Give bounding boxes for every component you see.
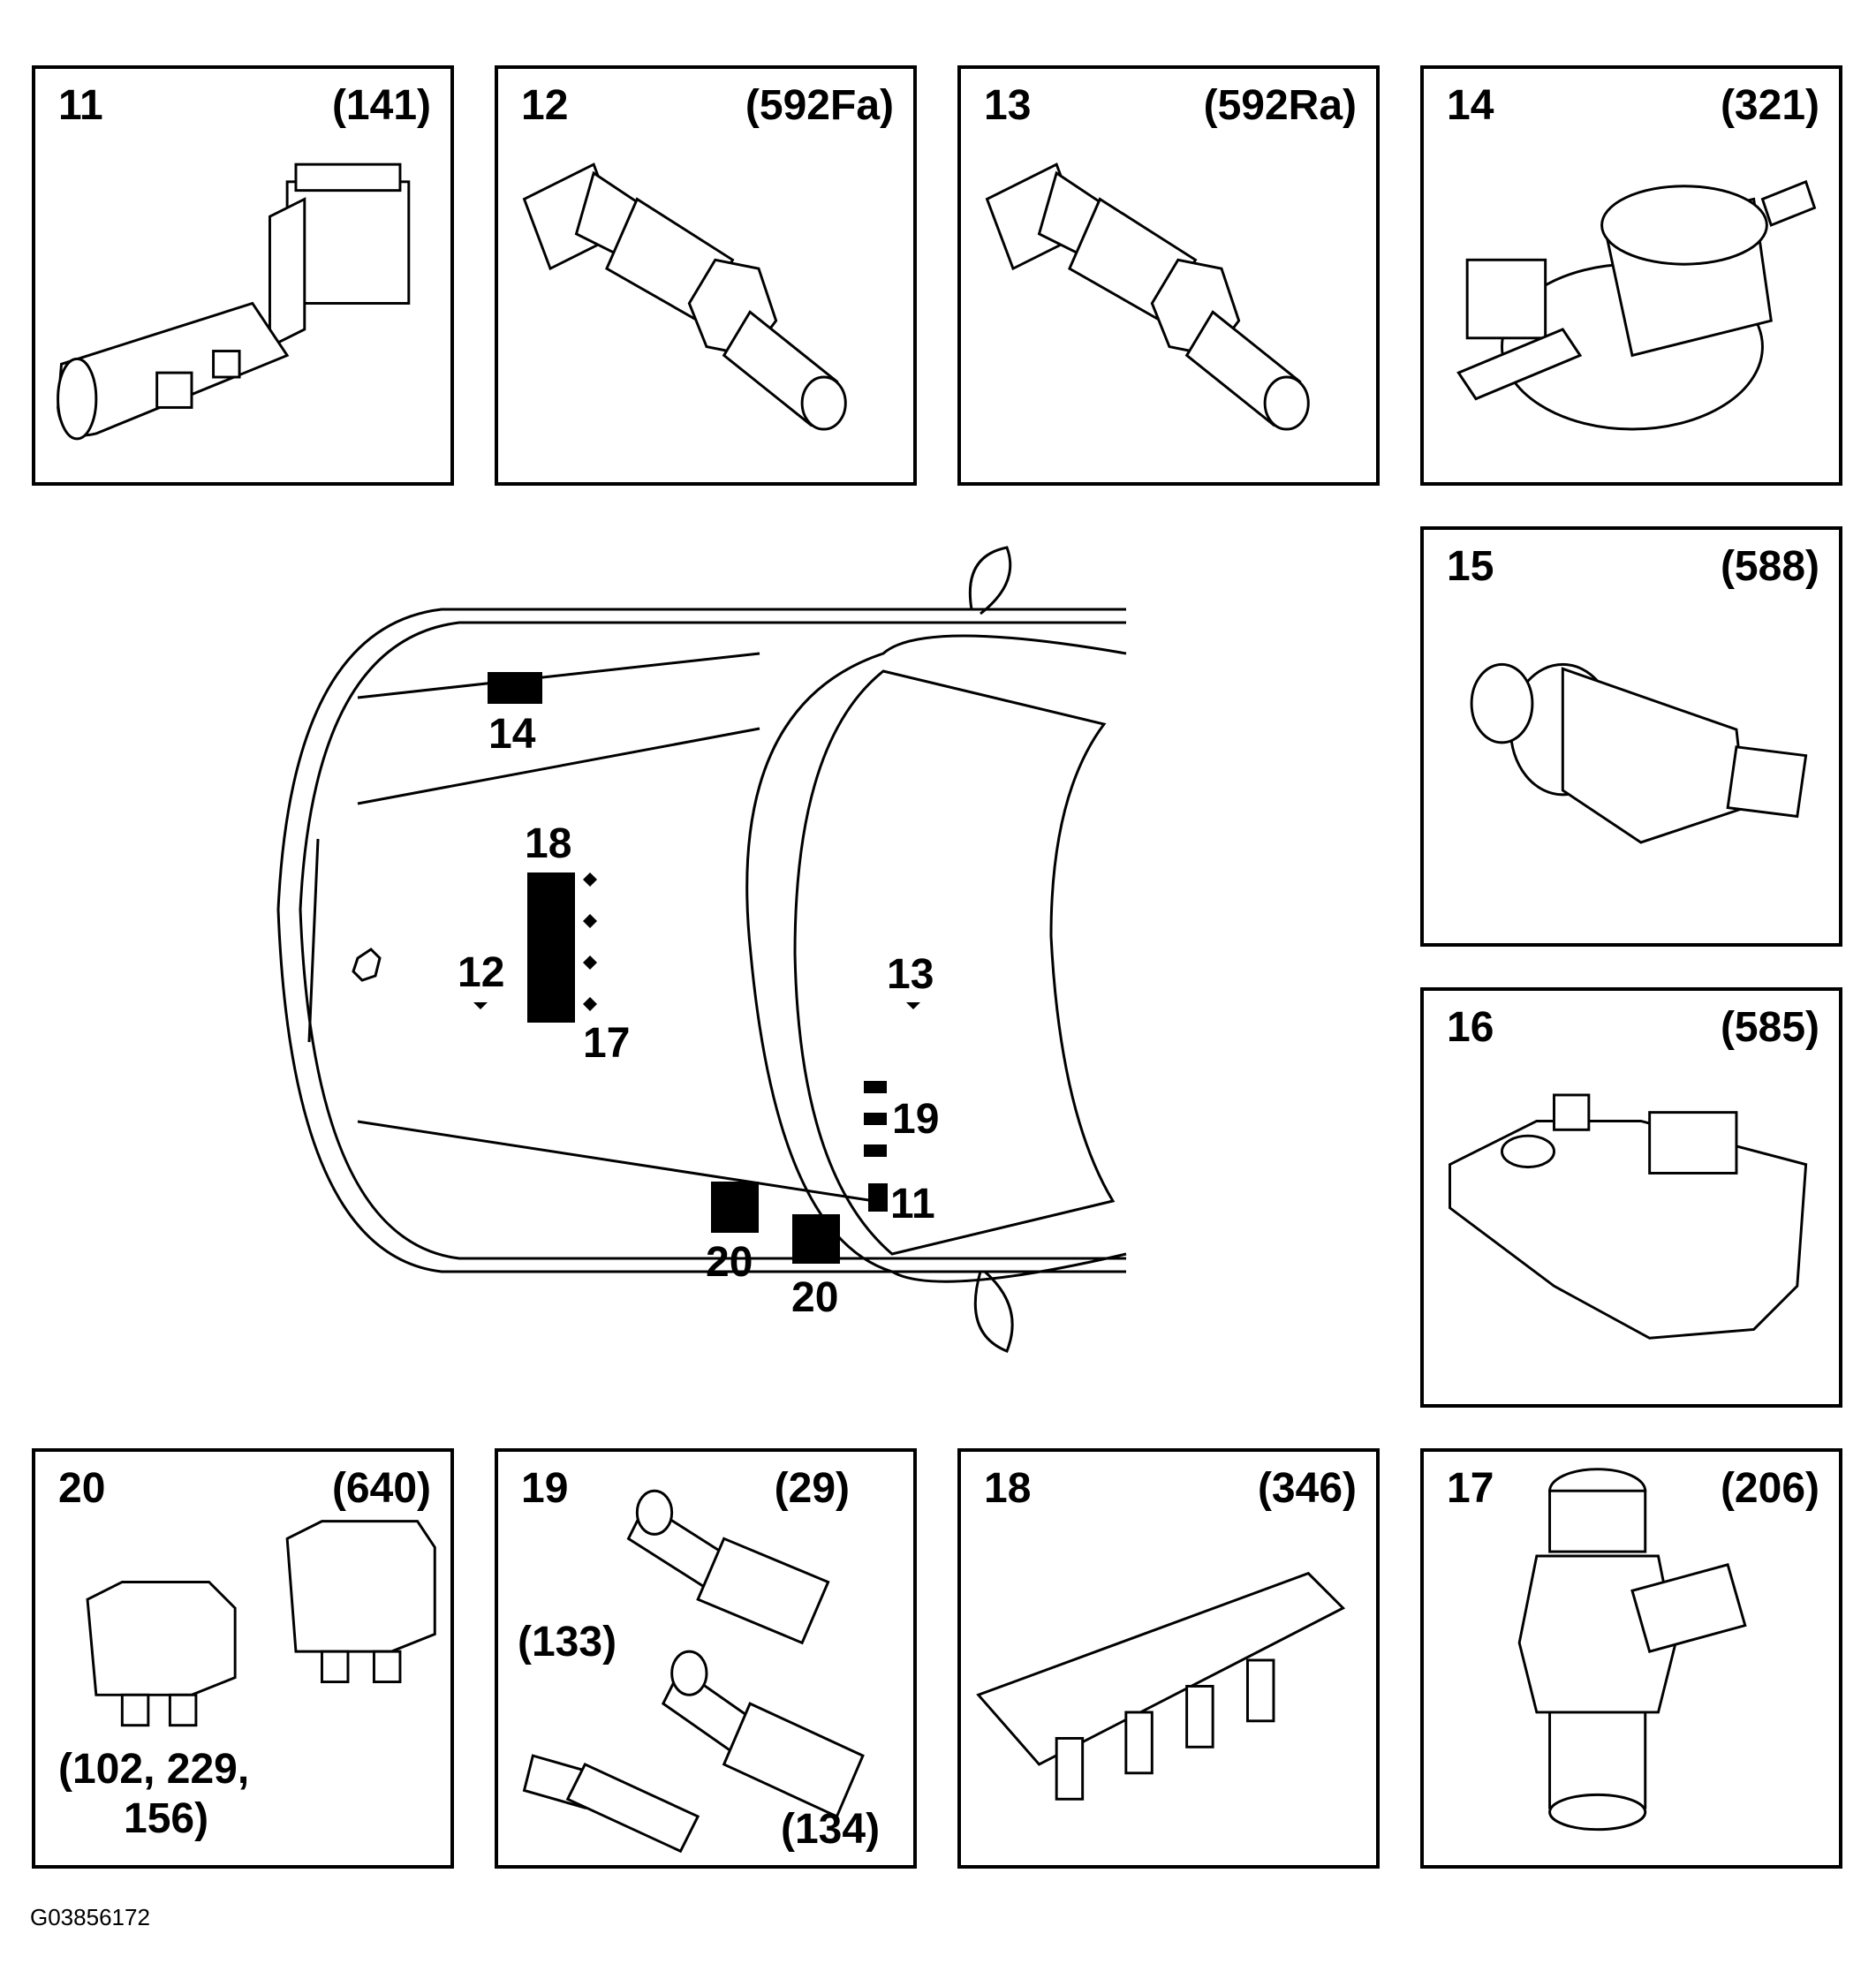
location-marker-20a — [711, 1182, 759, 1233]
panel-code: (206) — [1720, 1465, 1819, 1512]
panel-code-tertiary: (134) — [781, 1806, 881, 1853]
location-label-20b: 20 — [791, 1274, 839, 1321]
fuel-injector-illustration — [1517, 1468, 1747, 1832]
component-panel-13: 13 (592Ra) — [957, 65, 1380, 486]
location-label-20a: 20 — [706, 1239, 753, 1286]
sensor-15-illustration — [1470, 662, 1808, 844]
location-label-12: 12 — [458, 949, 505, 996]
component-panel-12: 12 (592Fa) — [495, 65, 917, 486]
fuel-rail-illustration — [976, 1571, 1346, 1801]
location-label-18: 18 — [525, 820, 572, 867]
sensor-16-illustration — [1449, 1093, 1808, 1340]
component-panel-11: 11 (141) — [32, 65, 454, 486]
location-markers-19 — [864, 1081, 887, 1157]
location-marker-20b — [792, 1214, 840, 1264]
component-panel-16: 16 (585) — [1420, 987, 1842, 1408]
location-marker-18 — [527, 872, 575, 1023]
sensor-14-illustration — [1456, 179, 1817, 431]
panel-number: 13 — [984, 82, 1032, 129]
panel-number: 17 — [1447, 1465, 1494, 1512]
panel-number: 19 — [521, 1465, 569, 1512]
panel-number: 12 — [521, 82, 569, 129]
panel-number: 20 — [58, 1465, 106, 1512]
location-label-17: 17 — [583, 1020, 631, 1067]
panel-code: (346) — [1257, 1465, 1357, 1512]
relays-illustration — [86, 1520, 436, 1727]
panel-code: (321) — [1720, 82, 1819, 129]
multifunction-switch-illustration — [57, 162, 411, 441]
panel-code-secondary: (133) — [518, 1619, 617, 1666]
panel-number: 15 — [1447, 543, 1494, 590]
panel-number: 18 — [984, 1465, 1032, 1512]
rear-oxygen-sensor-illustration — [985, 162, 1310, 431]
location-marker-11 — [868, 1183, 888, 1212]
location-label-14: 14 — [488, 711, 536, 758]
panel-code: (141) — [331, 82, 431, 129]
component-panel-19: 19 (29) (133) (134) — [495, 1448, 917, 1869]
location-label-11: 11 — [890, 1181, 935, 1227]
panel-code: (592Fa) — [745, 82, 894, 129]
panel-code: (592Ra) — [1203, 82, 1357, 129]
panel-code: (588) — [1720, 543, 1819, 590]
panel-code: (585) — [1720, 1004, 1819, 1051]
panel-number: 11 — [58, 82, 103, 129]
panel-code-secondary-line1: (102, 229, — [58, 1746, 250, 1793]
panel-number: 16 — [1447, 1004, 1494, 1051]
panel-code: (29) — [774, 1465, 850, 1512]
brake-switches-illustration — [522, 1489, 865, 1854]
panel-number: 14 — [1447, 82, 1494, 129]
panel-code: (640) — [331, 1465, 431, 1512]
panel-code-secondary-line2: 156) — [124, 1795, 209, 1842]
location-marker-12 — [473, 1002, 488, 1009]
front-oxygen-sensor-illustration — [522, 162, 847, 431]
component-panel-14: 14 (321) — [1420, 65, 1842, 486]
component-panel-18: 18 (346) — [957, 1448, 1380, 1869]
component-panel-15: 15 (588) — [1420, 526, 1842, 947]
component-panel-20: 20 (640) (102, 229, 156) — [32, 1448, 454, 1869]
figure-reference-code: G03856172 — [30, 1904, 150, 1930]
location-label-19: 19 — [892, 1096, 940, 1143]
location-marker-13 — [906, 1002, 920, 1009]
location-marker-14 — [488, 672, 542, 704]
component-panel-17: 17 (206) — [1420, 1448, 1842, 1869]
location-markers-17 — [583, 872, 597, 1011]
location-label-13: 13 — [887, 951, 934, 998]
